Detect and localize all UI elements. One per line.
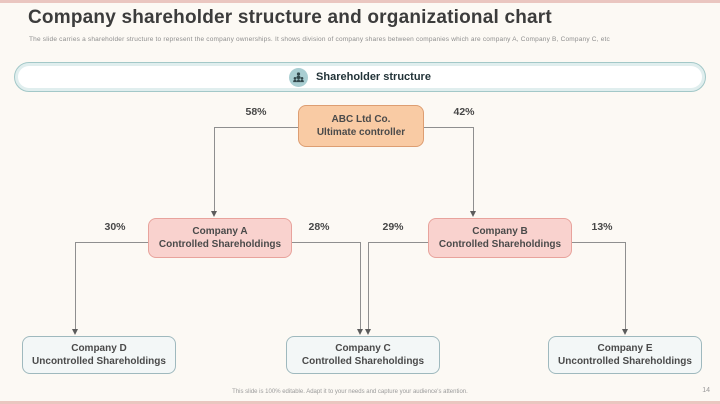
node-title: Company E — [597, 343, 653, 354]
page-number: 14 — [702, 387, 710, 394]
node-subtitle: Uncontrolled Shareholdings — [558, 356, 692, 367]
connector-company-b-to-company-e — [625, 242, 626, 330]
node-subtitle: Uncontrolled Shareholdings — [32, 356, 166, 367]
node-title: Company B — [472, 226, 528, 237]
node-company-e: Company E Uncontrolled Shareholdings — [548, 336, 702, 374]
ownership-pct-root-company-a: 58% — [245, 106, 267, 118]
connector-company-b-to-company-c — [368, 242, 369, 330]
arrowhead-company-b — [469, 211, 476, 217]
connector-root-to-company-a — [214, 127, 298, 128]
connector-company-a-to-company-d — [75, 242, 76, 330]
node-title: Company D — [71, 343, 127, 354]
node-subtitle: Controlled Shareholdings — [438, 239, 562, 250]
slide-bottom-accent-bar — [0, 401, 720, 404]
node-subtitle: Ultimate controller — [316, 127, 406, 138]
connector-company-a-to-company-c — [292, 242, 360, 243]
node-abc-ltd-ultimate-controller: ABC Ltd Co. Ultimate controller — [298, 105, 424, 147]
node-title: Company A — [192, 226, 248, 237]
connector-company-b-to-company-c — [368, 242, 428, 243]
node-title: ABC Ltd Co. — [331, 114, 391, 125]
connector-root-to-company-b — [473, 127, 474, 212]
slide-top-accent-bar — [0, 0, 720, 3]
ownership-pct-a-company-d: 30% — [104, 221, 126, 233]
editable-note: This slide is 100% editable. Adapt it to… — [232, 389, 468, 395]
group-people-icon — [289, 67, 309, 87]
arrowhead-company-c-left — [356, 329, 363, 335]
ownership-pct-root-company-b: 42% — [453, 106, 475, 118]
node-company-c: Company C Controlled Shareholdings — [286, 336, 440, 374]
connector-root-to-company-b — [424, 127, 473, 128]
node-subtitle: Controlled Shareholdings — [301, 356, 425, 367]
ownership-pct-a-company-c: 28% — [308, 221, 330, 233]
connector-company-a-to-company-d — [75, 242, 148, 243]
slide-subtitle: The slide carries a shareholder structur… — [29, 36, 610, 43]
banner-inner: Shareholder structure — [18, 66, 702, 88]
node-title: Company C — [335, 343, 391, 354]
node-company-b: Company B Controlled Shareholdings — [428, 218, 572, 258]
connector-company-a-to-company-c — [360, 242, 361, 330]
arrowhead-company-e — [621, 329, 628, 335]
arrowhead-company-c-right — [364, 329, 371, 335]
connector-root-to-company-a — [214, 127, 215, 212]
ownership-pct-b-company-e: 13% — [591, 221, 613, 233]
node-subtitle: Controlled Shareholdings — [158, 239, 282, 250]
ownership-pct-b-company-c: 29% — [382, 221, 404, 233]
banner-label: Shareholder structure — [316, 71, 431, 83]
node-company-d: Company D Uncontrolled Shareholdings — [22, 336, 176, 374]
shareholder-structure-banner: Shareholder structure — [14, 62, 706, 92]
connector-company-b-to-company-e — [572, 242, 625, 243]
arrowhead-company-a — [210, 211, 217, 217]
node-company-a: Company A Controlled Shareholdings — [148, 218, 292, 258]
arrowhead-company-d — [71, 329, 78, 335]
page-title: Company shareholder structure and organi… — [28, 7, 552, 28]
